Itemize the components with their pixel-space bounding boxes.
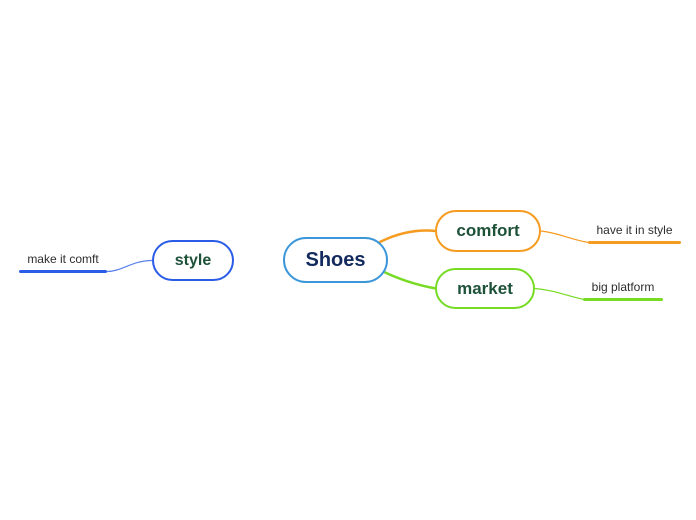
connector-shoes-market: [378, 268, 438, 290]
leaf-big-platform-label: big platform: [591, 280, 655, 294]
leaf-have-it-in-style-underline: [588, 241, 681, 244]
connector-makeitcomft-style: [106, 259, 153, 273]
leaf-make-it-comft-underline: [19, 270, 107, 273]
connector-market-bigplatform: [534, 287, 585, 301]
leaf-big-platform-underline: [583, 298, 663, 301]
node-comfort[interactable]: comfort: [435, 210, 541, 252]
node-comfort-label: comfort: [456, 221, 520, 240]
node-style[interactable]: style: [152, 240, 234, 281]
leaf-make-it-comft-label: make it comft: [27, 252, 99, 266]
leaf-have-it-in-style-label: have it in style: [596, 223, 673, 237]
node-market[interactable]: market: [435, 268, 535, 309]
node-shoes-label: Shoes: [305, 248, 366, 271]
leaf-make-it-comft[interactable]: make it comft: [19, 252, 107, 273]
connector-shoes-comfort: [378, 229, 438, 244]
leaf-big-platform[interactable]: big platform: [583, 280, 663, 301]
node-market-label: market: [457, 278, 513, 298]
node-shoes[interactable]: Shoes: [283, 237, 388, 283]
leaf-have-it-in-style[interactable]: have it in style: [588, 223, 681, 244]
connector-comfort-haveitinstyle: [540, 230, 590, 244]
node-style-label: style: [174, 251, 212, 269]
